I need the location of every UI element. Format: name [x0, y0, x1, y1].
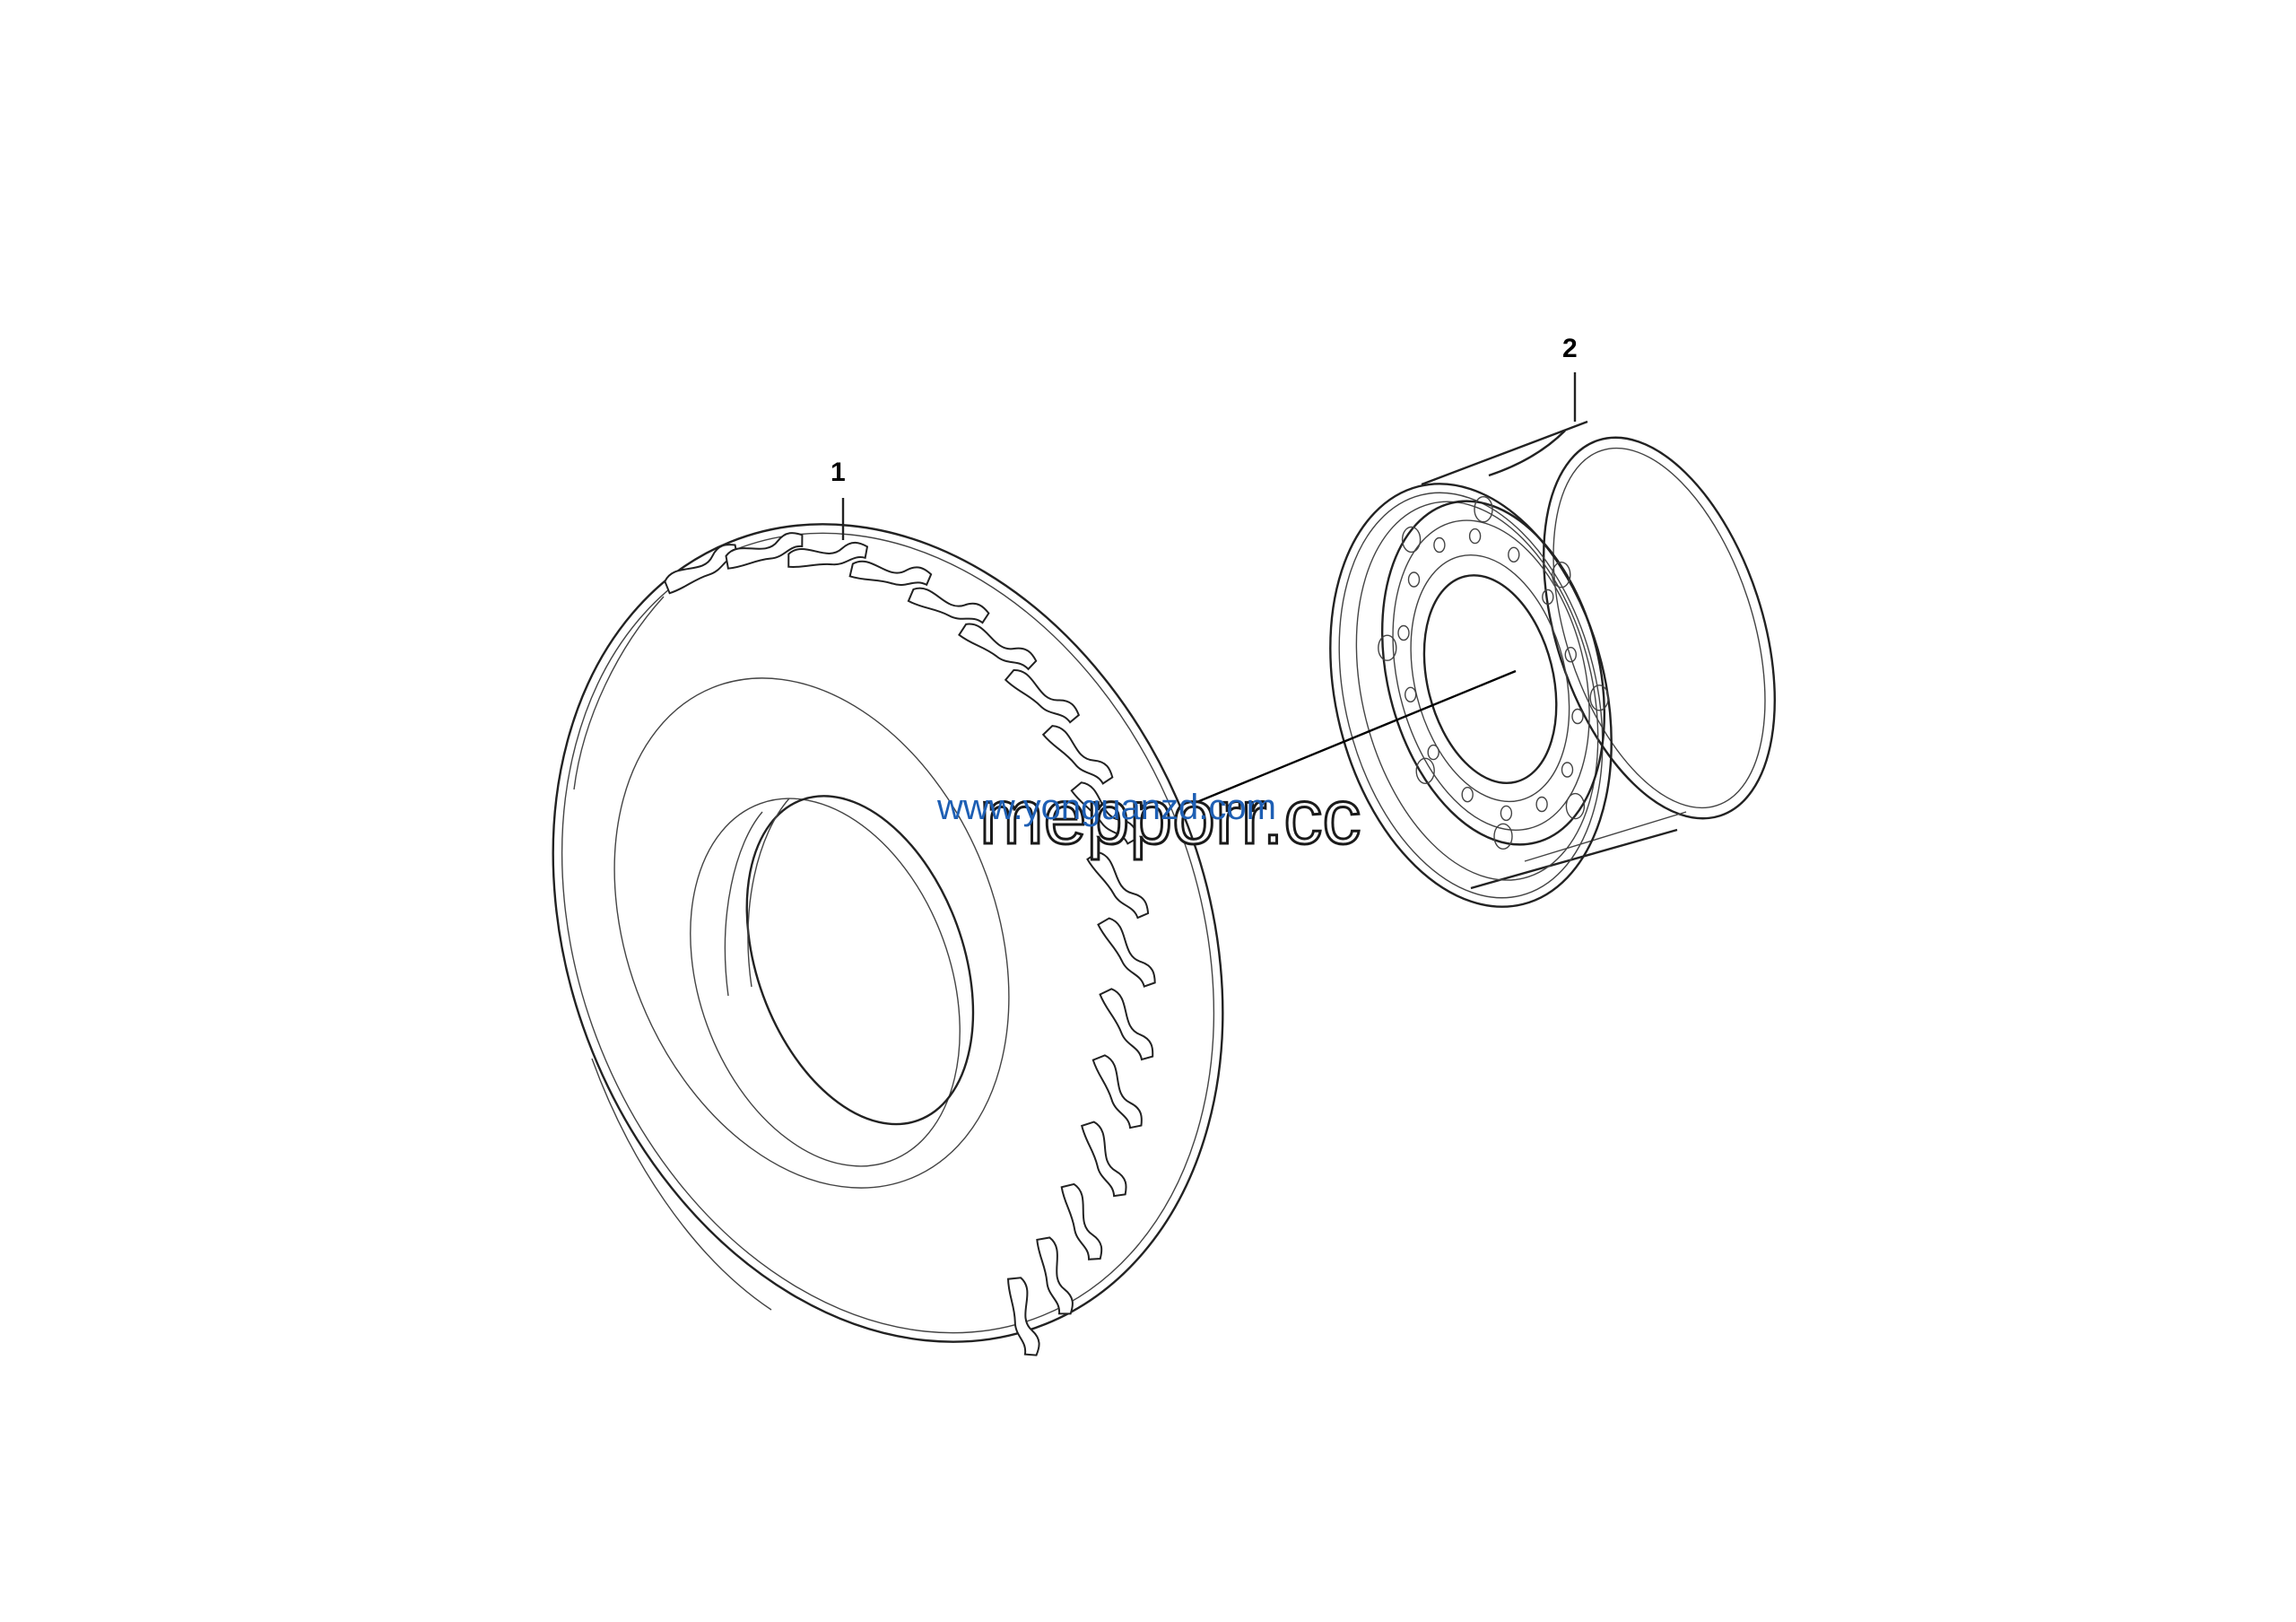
bolt-hole	[1561, 762, 1574, 778]
tread-lug	[907, 587, 990, 624]
tread-lug	[1099, 988, 1154, 1061]
bolt-hole	[1404, 686, 1417, 702]
callout-2-label: 2	[1562, 334, 1578, 363]
watermark-url-text: www.yonguanzd.com	[937, 788, 1276, 827]
tread-lug	[1070, 781, 1139, 845]
tread-lug	[1091, 1054, 1143, 1129]
watermark-outline-text: mepporr.cc	[978, 774, 1361, 860]
callout-1-label: 1	[831, 458, 846, 487]
bolt-hole	[1571, 708, 1584, 725]
tread-lug	[1086, 850, 1150, 920]
bolt-hole	[1500, 805, 1513, 822]
tread-lug	[1004, 669, 1081, 724]
tread-lug	[664, 544, 739, 595]
bolt-hole	[1433, 536, 1446, 554]
vent-hole	[1589, 685, 1609, 711]
vent-hole	[1493, 823, 1513, 850]
rim-drawing	[1329, 420, 1776, 908]
vent-hole	[1552, 562, 1571, 589]
bolt-hole	[1397, 624, 1410, 641]
bolt-hole	[1542, 589, 1554, 606]
bolt-hole	[1461, 787, 1474, 803]
bolt-hole	[1468, 528, 1482, 545]
tread-lug	[1041, 725, 1114, 785]
tread-lug	[1081, 1121, 1127, 1198]
bolt-hole	[1508, 546, 1520, 562]
tire-drawing	[552, 523, 1224, 1356]
tread-lug	[958, 623, 1038, 671]
tread-lug	[725, 532, 804, 570]
vent-hole	[1474, 496, 1493, 523]
tread-lug	[1036, 1236, 1074, 1315]
vent-hole	[1401, 526, 1422, 554]
tread-lug	[1006, 1277, 1040, 1356]
assembly-line	[1183, 669, 1517, 809]
tread-lug	[1060, 1182, 1103, 1260]
vent-hole	[1415, 757, 1435, 784]
tread-lug	[848, 560, 933, 587]
bolt-hole	[1407, 571, 1421, 588]
bolt-hole	[1427, 744, 1439, 761]
vent-hole	[1565, 792, 1586, 820]
tread-lug	[1097, 917, 1156, 988]
bolt-hole	[1535, 796, 1548, 813]
tread-lug	[787, 541, 869, 569]
vent-hole	[1378, 634, 1397, 661]
bolt-hole	[1564, 647, 1578, 663]
